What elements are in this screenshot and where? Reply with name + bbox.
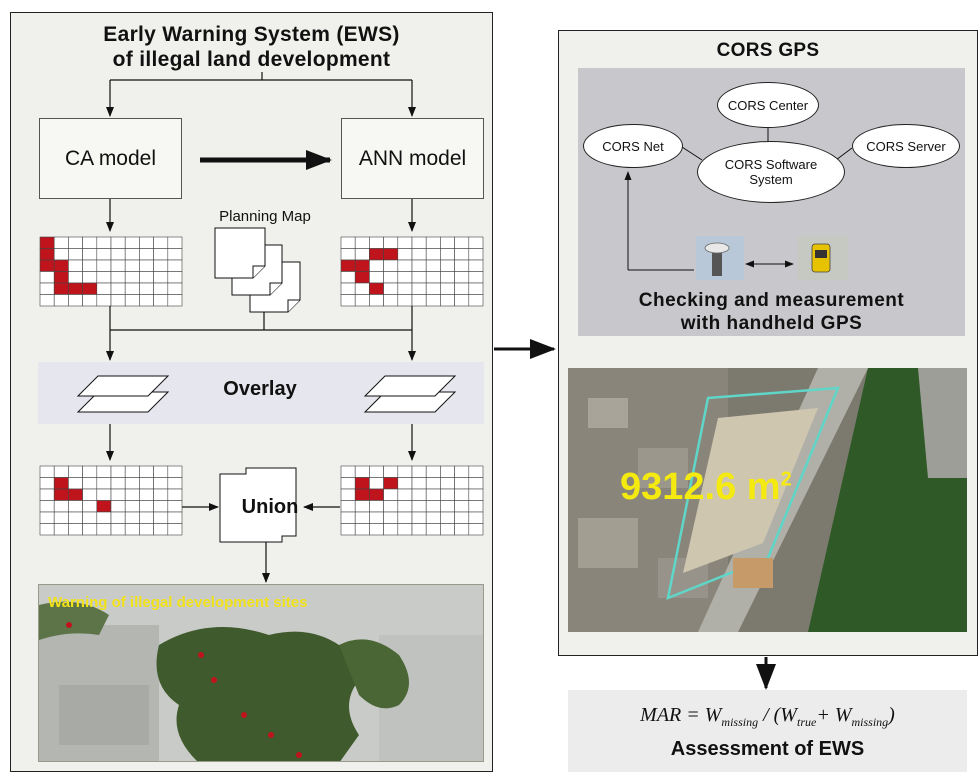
union-label: Union (241, 496, 299, 518)
site-aerial-photo (568, 368, 967, 632)
area-value: 9312.6 m (620, 466, 781, 508)
ca-overlay-grid (39, 465, 183, 536)
ews-title-line1: Early Warning System (EWS) (103, 23, 400, 46)
area-unit-sup: 2 (780, 468, 792, 491)
grid-cell (468, 294, 484, 307)
handheld-gps-icon (798, 236, 848, 280)
planning-map-icon (214, 227, 301, 313)
grid-cell (167, 523, 183, 536)
formula-part2: / (W (758, 704, 797, 726)
measured-area: 9312.6 m2 (620, 466, 792, 509)
warning-aerial-map (38, 584, 484, 762)
grid-cell (468, 523, 484, 536)
server-software-link (835, 147, 853, 161)
ews-title: Early Warning System (EWS) of illegal la… (10, 22, 493, 72)
layer-icon-left (76, 375, 170, 413)
grid-cell (167, 294, 183, 307)
cors-center-node: CORS Center (717, 82, 819, 128)
cors-software-line2: System (749, 172, 793, 187)
formula-sub-missing: missing (721, 715, 759, 729)
ca-model-box: CA model (39, 118, 182, 199)
ann-model-box: ANN model (341, 118, 484, 199)
ann-model-label: ANN model (358, 146, 467, 170)
ann-grid (340, 236, 484, 307)
formula-sub-missing2: missing (851, 715, 889, 729)
cors-net-label: CORS Net (602, 138, 664, 154)
cors-net-node: CORS Net (583, 124, 683, 168)
cors-server-label: CORS Server (866, 138, 946, 154)
layer-icon-right (363, 375, 457, 413)
ca-grid (39, 236, 183, 307)
cors-center-label: CORS Center (727, 97, 809, 113)
union-box (219, 467, 297, 543)
gps-check-line1: Checking and measurement (638, 290, 905, 311)
aerial-map-graphic (39, 585, 483, 761)
cors-software-line1: CORS Software (724, 157, 818, 172)
cors-title: CORS GPS (716, 40, 820, 61)
site-photo-graphic (568, 368, 967, 632)
cors-software-node: CORS Software System (697, 141, 845, 203)
ca-model-label: CA model (64, 146, 157, 170)
gps-check-line2: with handheld GPS (680, 313, 863, 334)
formula-part1: MAR = W (640, 704, 722, 726)
merge-connector (106, 306, 416, 361)
net-software-link (681, 146, 703, 161)
assessment-box (568, 690, 967, 772)
gps-check-caption: Checking and measurement with handheld G… (578, 289, 965, 335)
cors-server-node: CORS Server (852, 124, 960, 168)
formula-part3: + W (816, 704, 852, 726)
gps-station-icon (696, 236, 744, 280)
mar-formula: MAR = Wmissing / (Wtrue+ Wmissing) (568, 704, 967, 730)
planning-map-label: Planning Map (219, 208, 311, 225)
assessment-label: Assessment of EWS (670, 738, 865, 760)
formula-part4: ) (888, 704, 895, 726)
title-split-connector (106, 72, 416, 117)
ews-title-line2: of illegal land development (112, 48, 391, 71)
ann-overlay-grid (340, 465, 484, 536)
warning-label: Warning of illegal development sites (48, 594, 308, 611)
formula-sub-true: true (796, 715, 817, 729)
overlay-label: Overlay (223, 378, 297, 400)
